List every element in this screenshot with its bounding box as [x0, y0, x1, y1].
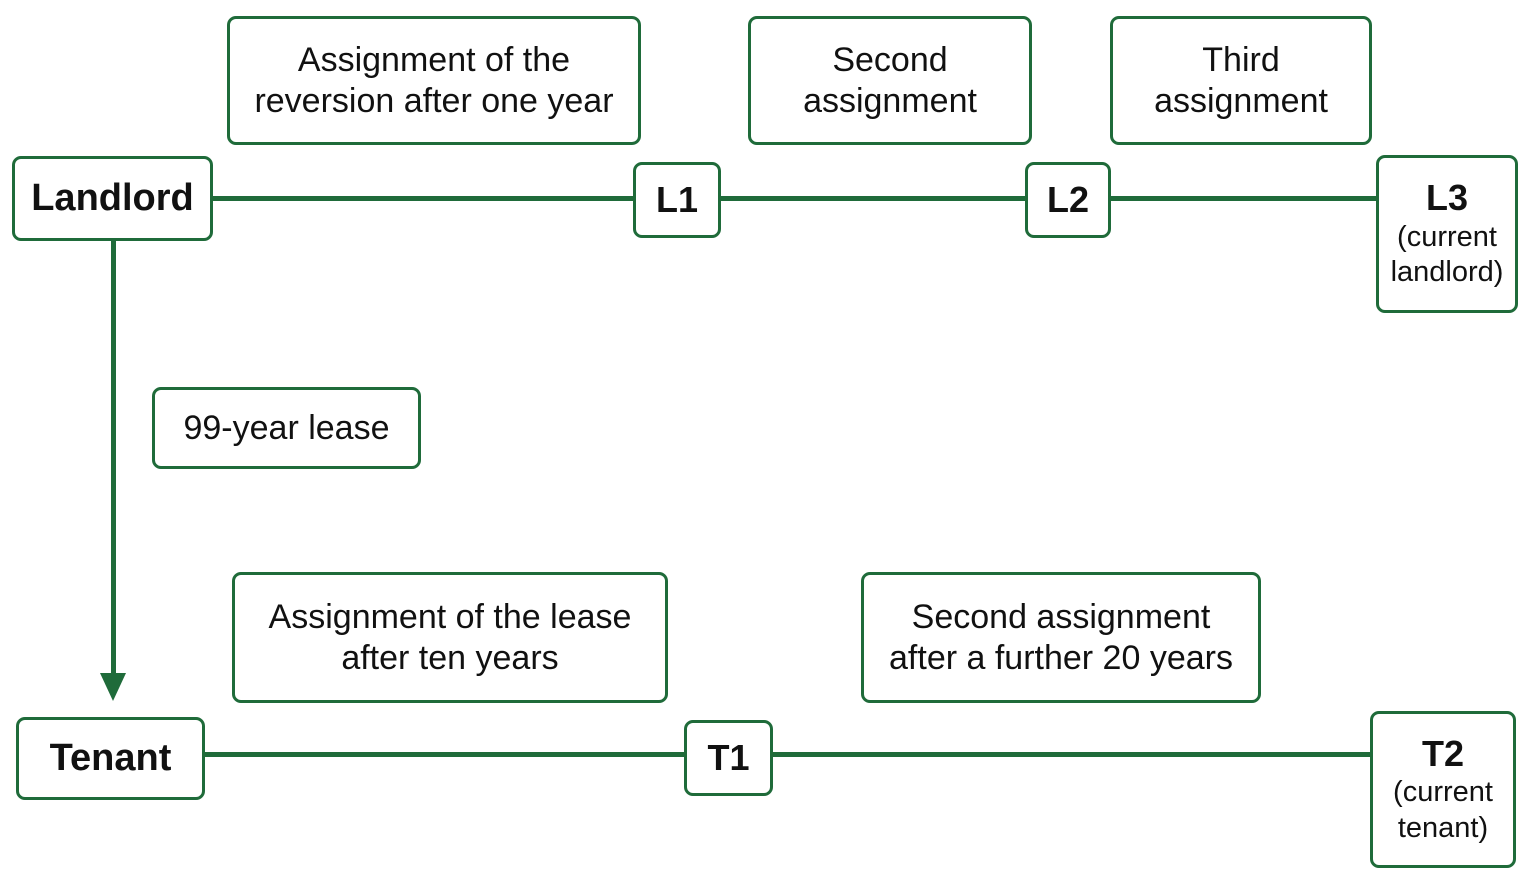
tenant-chain-connector — [202, 752, 1374, 757]
t1-node: T1 — [684, 720, 773, 796]
t1-label: T1 — [707, 736, 750, 778]
second-assignment-tenant-label: Second assignment after a further 20 yea… — [861, 572, 1261, 703]
t2-node: T2 (current tenant) — [1370, 711, 1516, 868]
l2-node: L2 — [1025, 162, 1111, 238]
landlord-chain-connector — [210, 196, 1380, 201]
lease-arrow-shaft — [111, 238, 116, 678]
l1-node: L1 — [633, 162, 721, 238]
l1-label: L1 — [655, 178, 698, 220]
tenant-label: Tenant — [49, 737, 172, 780]
l3-label: L3 — [1425, 177, 1468, 219]
landlord-label: Landlord — [31, 177, 194, 220]
reversion-assignment-label: Assignment of the reversion after one ye… — [227, 16, 641, 145]
l2-label: L2 — [1046, 178, 1089, 220]
l3-note: (current landlord) — [1390, 220, 1504, 289]
third-assignment-landlord-label: Third assignment — [1110, 16, 1372, 145]
tenant-node: Tenant — [16, 717, 205, 800]
l3-node: L3 (current landlord) — [1376, 155, 1518, 313]
second-assignment-landlord-label: Second assignment — [748, 16, 1032, 145]
lease-arrow-head — [100, 673, 126, 701]
lease-label: 99-year lease — [152, 387, 421, 469]
lease-assignment-label: Assignment of the lease after ten years — [232, 572, 668, 703]
t2-label: T2 — [1421, 732, 1464, 774]
landlord-node: Landlord — [12, 156, 213, 241]
t2-note: (current tenant) — [1393, 776, 1493, 844]
